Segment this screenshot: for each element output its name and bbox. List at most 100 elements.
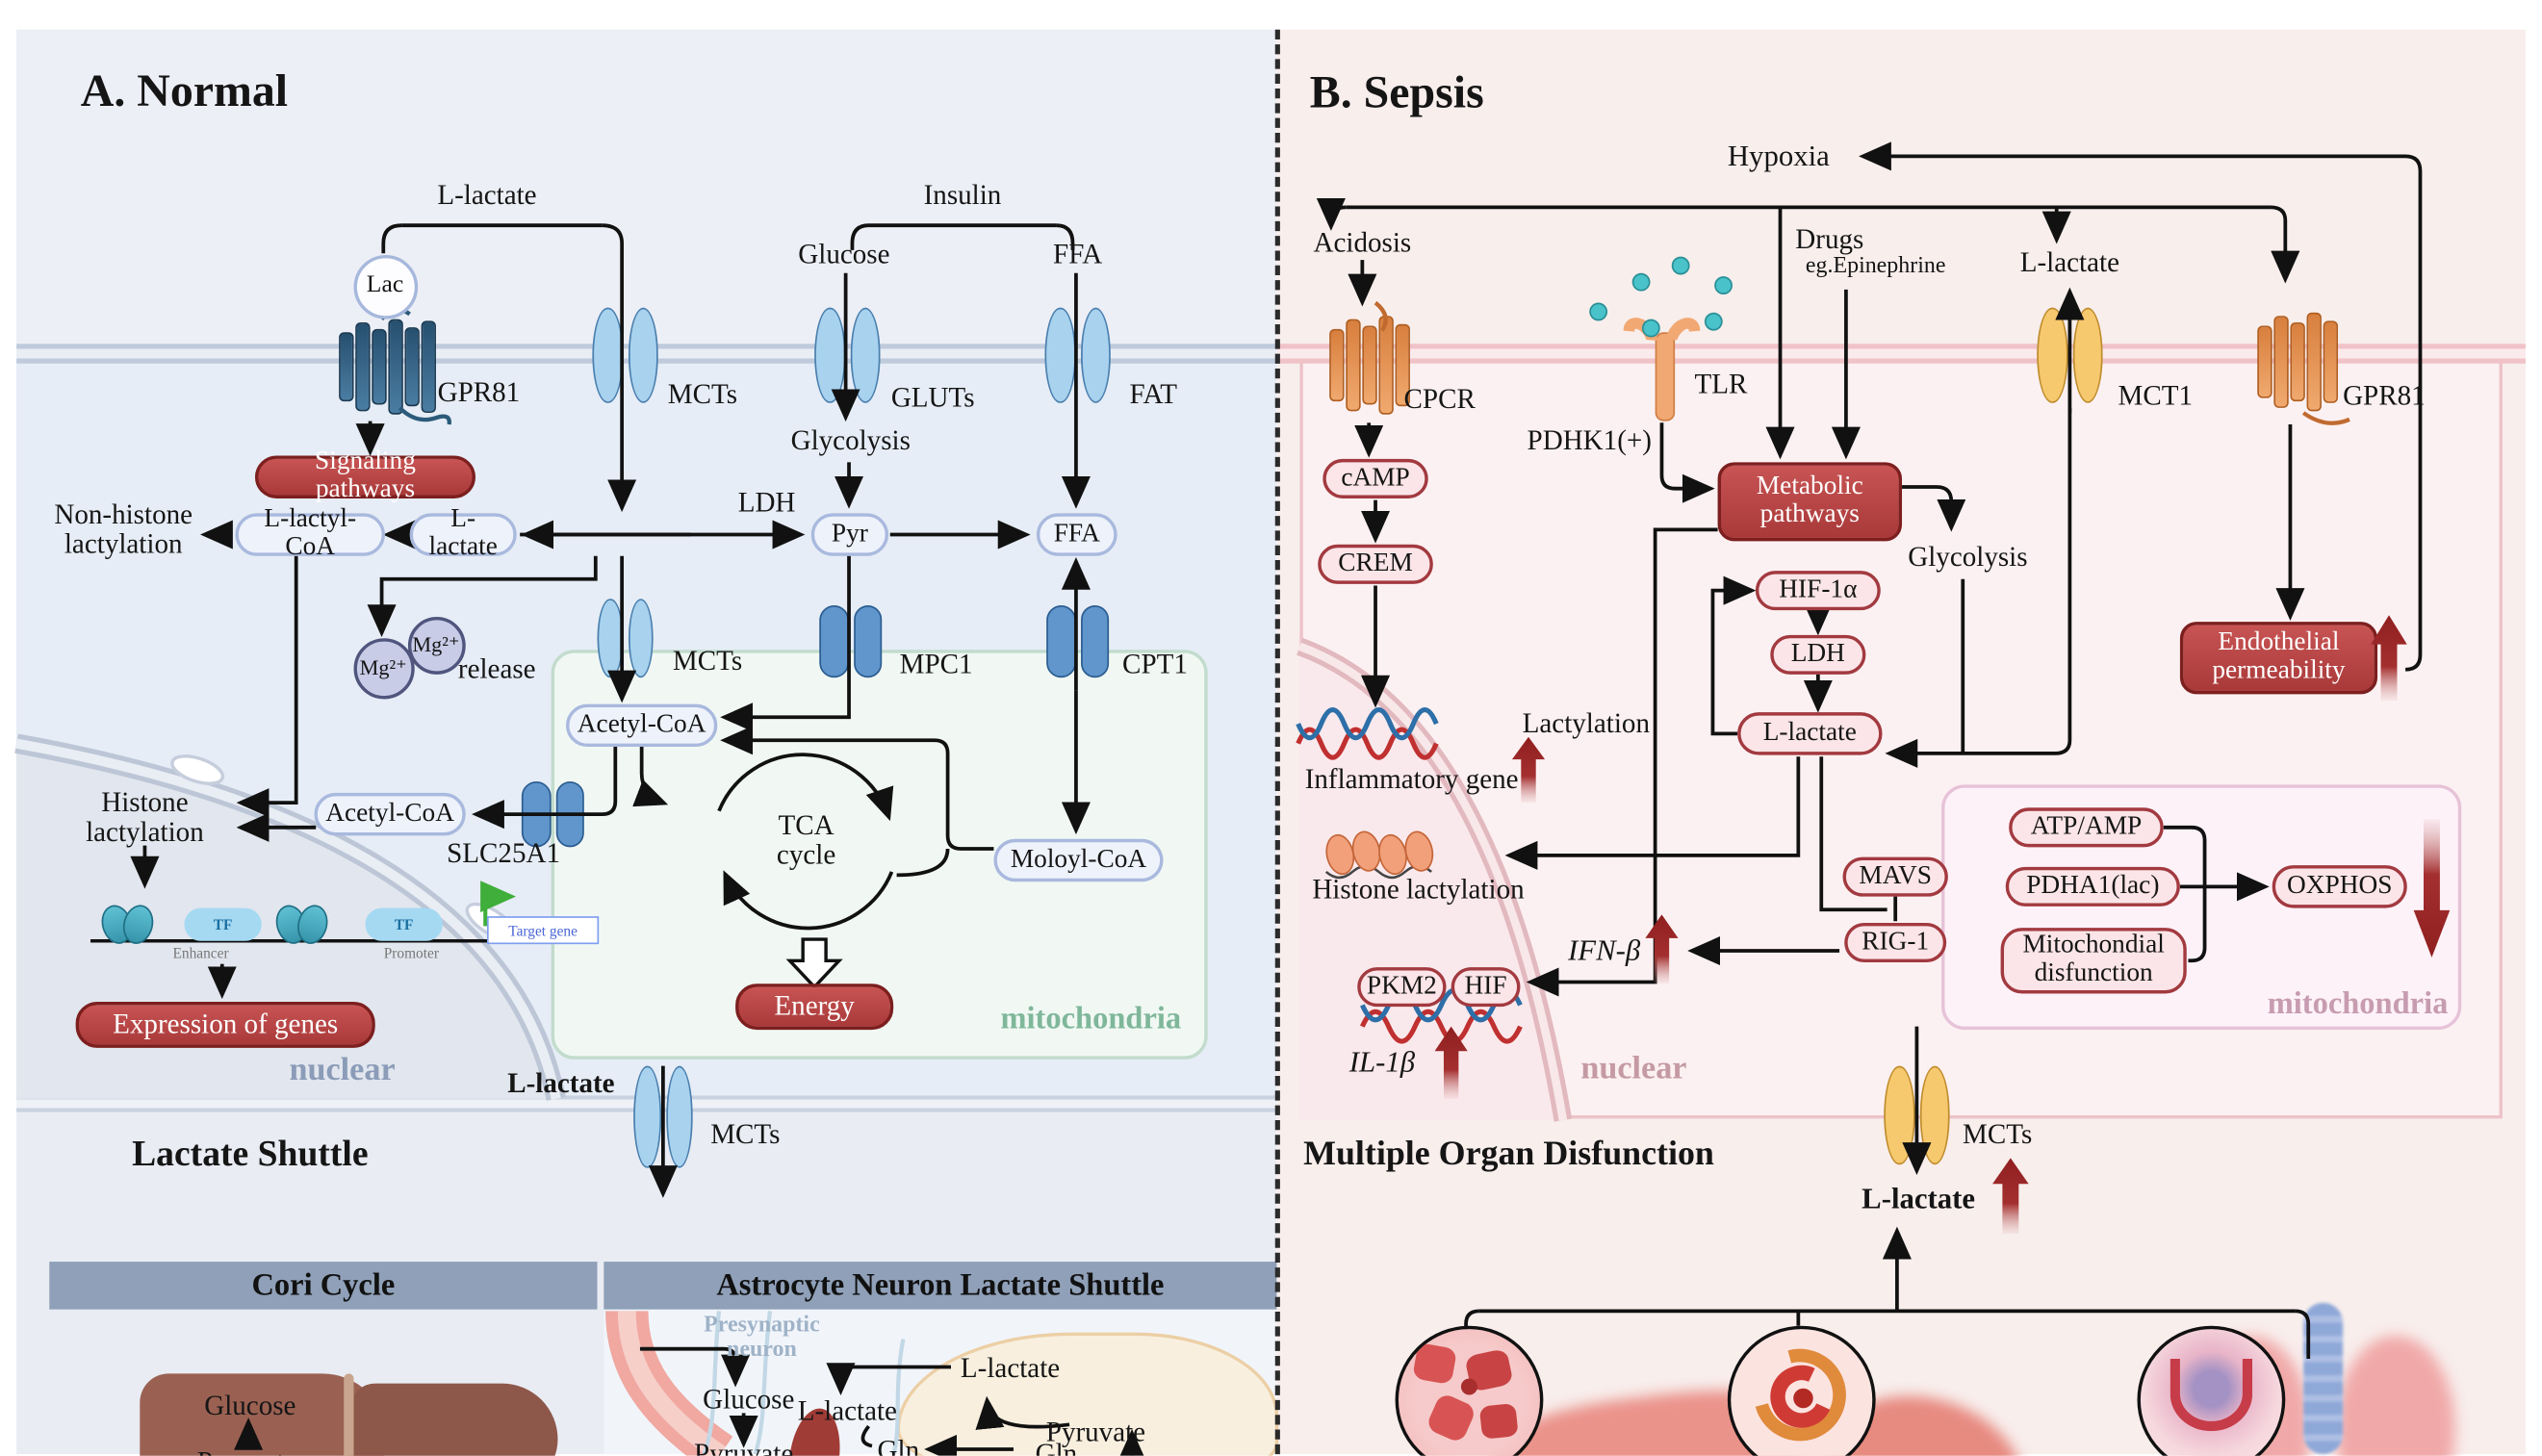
- ligand-dot: [1714, 276, 1733, 294]
- label-gpr81-a: GPR81: [437, 376, 521, 409]
- mpc1-channel: [819, 605, 883, 678]
- down-arrow-oxphos: [2413, 819, 2451, 958]
- box-rig1: RIG-1: [1844, 922, 1947, 962]
- panel-b-title: B. Sepsis: [1309, 67, 1484, 119]
- label-lactylation: Lactylation: [1522, 707, 1651, 739]
- panel-a-title: A. Normal: [80, 65, 289, 117]
- label-liver-glucose: Glucose: [204, 1390, 296, 1422]
- mcts-channel-a-mito: [597, 599, 654, 678]
- label-histone-lactylation-b: Histone lactylation: [1312, 873, 1525, 906]
- mct1-channel: [2037, 307, 2103, 403]
- mcts-channel-a-plasma: [592, 307, 658, 403]
- label-glucose-a: Glucose: [798, 238, 890, 270]
- label-nuclear-b: nuclear: [1580, 1050, 1687, 1087]
- label-neuron-l-lactate: L-lactate: [797, 1394, 897, 1427]
- cori-cycle-title: Cori Cycle: [251, 1267, 396, 1302]
- label-presynaptic-neuron: Presynaptic neuron: [704, 1313, 820, 1363]
- up-arrow-ifn-beta: [1645, 914, 1679, 984]
- tf-pill-2: TF: [365, 907, 443, 941]
- tf-pill-1: TF: [184, 907, 262, 941]
- label-cpcr: CPCR: [1403, 383, 1476, 415]
- mcts-channel-a-bottom: [633, 1065, 693, 1168]
- mcts-channel-b-bottom: [1884, 1065, 1950, 1165]
- label-tf-1: TF: [213, 916, 233, 933]
- box-l-lactate-a: L-lactate: [409, 505, 517, 561]
- gpr81-receptor-a: [339, 316, 436, 418]
- box-acetyl-coa-mito: Acetyl-CoA: [566, 703, 718, 748]
- label-il1-beta: IL-1β: [1348, 1045, 1416, 1079]
- mg-ion-circle-2: Mg²⁺: [353, 638, 415, 700]
- gpr81-receptor-b: [2257, 309, 2339, 414]
- up-arrow-il1-beta: [1434, 1026, 1468, 1099]
- up-arrow-endothelial-permeability: [2371, 615, 2407, 702]
- label-inflammatory-gene: Inflammatory gene: [1304, 763, 1519, 795]
- mg-ion-circle-1: Mg²⁺: [407, 617, 466, 675]
- label-mpc1: MPC1: [899, 648, 973, 680]
- label-l-lactate-top-a: L-lactate: [437, 179, 537, 211]
- panel-a-extracellular: [16, 29, 1277, 347]
- label-epinephrine: eg.Epinephrine: [1805, 254, 1946, 280]
- label-acidosis: Acidosis: [1313, 227, 1412, 259]
- label-ifn-beta: IFN-β: [1568, 933, 1641, 967]
- label-drugs: Drugs: [1795, 223, 1864, 256]
- liver-illustration-a: [140, 1370, 561, 1456]
- fat-channel: [1044, 307, 1111, 403]
- box-pkm2: PKM2: [1357, 967, 1447, 1008]
- label-mct1: MCT1: [2118, 379, 2194, 412]
- box-camp: cAMP: [1322, 458, 1428, 498]
- box-ldh-b: LDH: [1770, 634, 1866, 675]
- box-moloyl-coa: Moloyl-CoA: [993, 838, 1164, 882]
- label-mitochondria-a: mitochondria: [1000, 1002, 1182, 1036]
- header-cori-cycle: Cori Cycle: [49, 1262, 598, 1310]
- label-promoter: Promoter: [383, 944, 439, 961]
- label-mcts-mito-a: MCTs: [672, 645, 743, 677]
- label-tca-cycle: TCA cycle: [776, 809, 836, 871]
- ligand-dot: [1631, 272, 1651, 292]
- membrane-b: [1276, 344, 2526, 364]
- box-signaling-pathways: Signaling pathways: [254, 447, 476, 503]
- box-atp-amp: ATP/AMP: [2009, 807, 2164, 848]
- label-slc25a1: SLC25A1: [447, 837, 561, 869]
- label-glycolysis-a: Glycolysis: [790, 424, 911, 456]
- box-metabolic-pathways: Metabolic pathways: [1717, 462, 1903, 542]
- label-fat: FAT: [1129, 378, 1178, 410]
- tlr-receptor: [1616, 311, 1708, 421]
- label-lac: Lac: [366, 271, 404, 298]
- astrocyte-title: Astrocyte Neuron Lactate Shuttle: [716, 1267, 1165, 1302]
- up-arrow-inflammatory-gene: [1511, 736, 1546, 804]
- box-ffa-a: FFA: [1036, 513, 1117, 556]
- ligand-dot: [1589, 302, 1608, 321]
- label-enhancer: Enhancer: [172, 944, 229, 961]
- label-l-lactate-bottom-b: L-lactate: [1862, 1182, 1976, 1215]
- box-energy: Energy: [735, 983, 894, 1031]
- label-ffa-top: FFA: [1053, 238, 1103, 270]
- up-arrow-l-lactate-b: [1992, 1158, 2029, 1235]
- label-hypoxia: Hypoxia: [1721, 140, 1836, 172]
- ligand-dot: [1704, 312, 1723, 331]
- box-expression-of-genes: Expression of genes: [75, 1002, 375, 1048]
- panel-divider: [1274, 29, 1280, 1455]
- label-astro-l-lactate: L-lactate: [960, 1352, 1061, 1384]
- box-mavs: MAVS: [1842, 856, 1948, 897]
- label-tlr: TLR: [1694, 369, 1748, 400]
- label-mcts-bottom-a: MCTs: [710, 1118, 781, 1150]
- label-liver-pyruvate: Pyruvate: [197, 1447, 296, 1456]
- label-lactate-shuttle: Lactate Shuttle: [132, 1132, 369, 1174]
- label-tf-2: TF: [394, 916, 414, 933]
- label-mcts-plasma-a: MCTs: [667, 378, 738, 410]
- label-non-histone-lactylation: Non-histone lactylation: [54, 498, 193, 560]
- kidney-inset-circle: [1727, 1325, 1876, 1456]
- label-ldh-a: LDH: [737, 487, 796, 519]
- trachea-illustration: [2303, 1302, 2344, 1455]
- label-glycolysis-b: Glycolysis: [1908, 541, 2028, 573]
- label-cpt1: CPT1: [1122, 648, 1188, 680]
- label-nuclear-a: nuclear: [289, 1052, 396, 1088]
- label-multiple-organ-disfunction: Multiple Organ Disfunction: [1303, 1133, 1714, 1173]
- box-pdha1: PDHA1(lac): [2005, 866, 2180, 907]
- label-gluts: GLUTs: [890, 381, 975, 414]
- gluts-channel: [814, 307, 881, 403]
- box-endothelial-permeability: Endothelial permeability: [2179, 622, 2378, 695]
- label-mitochondria-b: mitochondria: [2267, 986, 2449, 1022]
- box-crem: CREM: [1318, 544, 1433, 584]
